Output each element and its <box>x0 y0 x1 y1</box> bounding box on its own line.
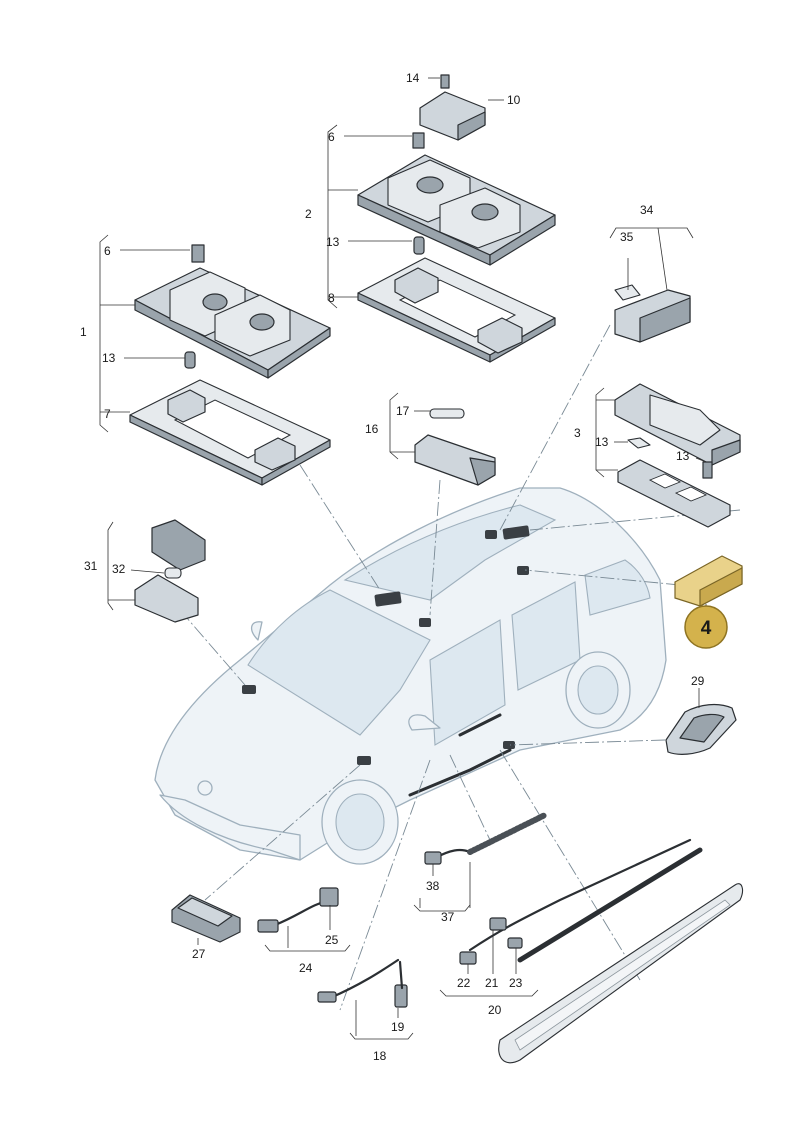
label-35: 35 <box>620 230 634 244</box>
wiring-harness-18 <box>317 958 408 1008</box>
label-13-right-b: 13 <box>676 449 690 463</box>
label-34: 34 <box>640 203 654 217</box>
label-20: 20 <box>488 1003 502 1017</box>
label-32: 32 <box>112 562 126 576</box>
part-4-lamp <box>674 555 743 607</box>
label-31: 31 <box>84 559 98 573</box>
label-23: 23 <box>509 976 523 990</box>
interior-light-assembly-2 <box>357 74 556 363</box>
label-13-left: 13 <box>102 351 116 365</box>
wiring-harness-37 <box>424 812 548 865</box>
part-29-handle-light <box>665 703 737 755</box>
part-number-labels: 1 6 13 7 14 10 6 2 13 8 34 35 17 16 3 13… <box>80 71 705 1063</box>
label-10: 10 <box>507 93 521 107</box>
label-24: 24 <box>299 961 313 975</box>
label-17: 17 <box>396 404 410 418</box>
wiring-harness-24 <box>257 887 339 933</box>
interior-light-assembly-1 <box>129 244 331 486</box>
car-illustration <box>154 487 667 865</box>
label-25: 25 <box>325 933 339 947</box>
label-7: 7 <box>104 407 111 421</box>
lamp-assembly-31 <box>134 519 206 623</box>
label-2: 2 <box>305 207 312 221</box>
label-29: 29 <box>691 674 705 688</box>
label-22: 22 <box>457 976 471 990</box>
lamp-assembly-34 <box>614 284 691 343</box>
part-27-lamp <box>171 894 241 943</box>
label-27: 27 <box>192 947 206 961</box>
label-6-top: 6 <box>328 130 335 144</box>
label-16: 16 <box>365 422 379 436</box>
label-19: 19 <box>391 1020 405 1034</box>
wiring-harness-20 <box>459 838 744 1064</box>
badge-number: 4 <box>701 618 712 639</box>
label-1: 1 <box>80 325 87 339</box>
label-3: 3 <box>574 426 581 440</box>
label-37: 37 <box>441 910 455 924</box>
label-18: 18 <box>373 1049 387 1063</box>
grouping-brackets <box>99 124 694 1040</box>
label-13-right-a: 13 <box>595 435 609 449</box>
label-6-left: 6 <box>104 244 111 258</box>
lamp-assembly-16 <box>414 408 496 486</box>
lamp-assembly-3 <box>614 383 741 528</box>
label-21: 21 <box>485 976 499 990</box>
label-13-top: 13 <box>326 235 340 249</box>
highlight-badge-4[interactable]: 4 <box>684 604 728 649</box>
label-38: 38 <box>426 879 440 893</box>
label-14: 14 <box>406 71 420 85</box>
label-8: 8 <box>328 291 335 305</box>
reference-lines <box>179 324 741 1011</box>
label-leaders <box>120 77 707 1036</box>
